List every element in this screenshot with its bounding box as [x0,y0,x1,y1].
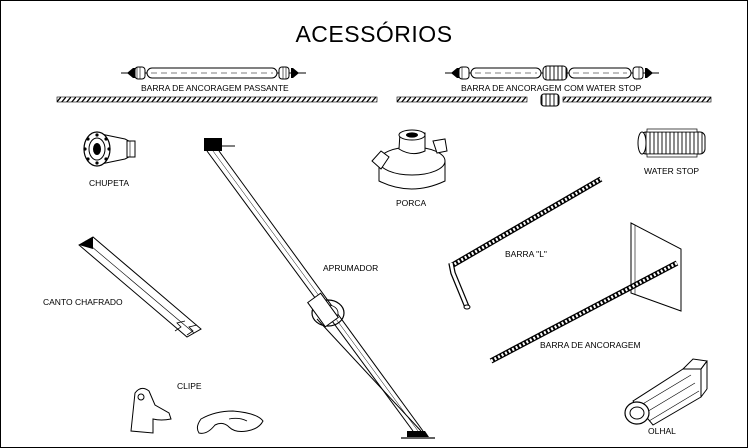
label-porca: PORCA [396,198,427,208]
water-stop-drawing [637,128,706,158]
label-clipe: CLIPE [177,381,202,391]
chupeta-drawing [83,131,136,167]
label-barra-water-stop: BARRA DE ANCORAGEM COM WATER STOP [461,83,642,93]
label-aprumador: APRUMADOR [323,263,379,273]
aprumador-drawing [204,138,435,439]
label-barra-l: BARRA "L" [505,249,547,259]
label-canto-chafrado: CANTO CHAFRADO [43,297,123,307]
label-olhal: OLHAL [648,426,676,436]
barra-ancoragem-drawing [489,222,682,364]
page-title: ACESSÓRIOS [295,21,453,47]
barra-l-drawing [448,176,603,310]
canto-chafrado-drawing [78,236,202,338]
label-water-stop: WATER STOP [644,166,700,176]
barra-passante-drawing [56,66,378,103]
barra-water-stop-drawing [396,65,712,107]
porca-drawing [371,129,448,190]
label-barra-passante: BARRA DE ANCORAGEM PASSANTE [141,83,289,93]
label-chupeta: CHUPETA [89,178,129,188]
olhal-drawing [624,358,708,426]
clipe-drawing [130,387,264,434]
label-barra-ancoragem: BARRA DE ANCORAGEM [540,340,641,350]
